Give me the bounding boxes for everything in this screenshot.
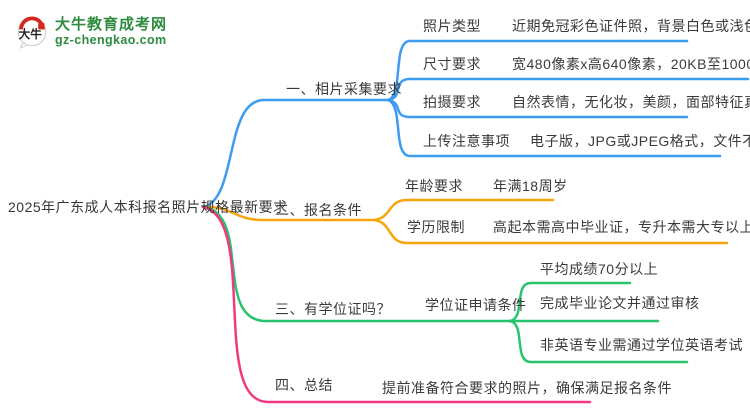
daniu-logo-icon: 大牛 — [17, 16, 47, 49]
node-size-requirement-value[interactable]: 宽480像素x高640像素，20KB至1000KB，JPG格式 — [512, 56, 750, 72]
node-education-limit-key[interactable]: 学历限制 — [407, 219, 465, 235]
node-degree-apply-conditions[interactable]: 学位证申请条件 — [425, 297, 527, 313]
node-thesis-review[interactable]: 完成毕业论文并通过审核 — [540, 295, 700, 311]
node-average-score[interactable]: 平均成绩70分以上 — [540, 261, 659, 277]
node-summary[interactable]: 四、总结 — [275, 377, 333, 393]
node-summary-value[interactable]: 提前准备符合要求的照片，确保满足报名条件 — [382, 380, 672, 396]
node-shooting-requirement-value[interactable]: 自然表情，无化妆，美颜，面部特征真实 — [512, 94, 750, 110]
node-age-requirement-key[interactable]: 年龄要求 — [405, 178, 463, 194]
node-enroll-conditions[interactable]: 二、报名条件 — [275, 202, 362, 218]
node-shooting-requirement-key[interactable]: 拍摄要求 — [423, 94, 481, 110]
site-name: 大牛教育成考网 — [55, 16, 168, 33]
node-degree-certificate[interactable]: 三、有学位证吗？ — [275, 301, 391, 317]
node-upload-notes-value[interactable]: 电子版，JPG或JPEG格式，文件不超过6MB — [530, 133, 750, 149]
site-logo[interactable]: 大牛 大牛教育成考网 gz-chengkao.com — [16, 15, 167, 49]
node-photo-type-key[interactable]: 照片类型 — [423, 18, 481, 34]
logo-glyph-daniu: 大牛 — [19, 27, 43, 41]
node-size-requirement-key[interactable]: 尺寸要求 — [423, 56, 481, 72]
node-photo-type-value[interactable]: 近期免冠彩色证件照，背景白色或浅色 — [512, 18, 750, 34]
node-degree-english-exam[interactable]: 非英语专业需通过学位英语考试 — [540, 337, 743, 353]
node-age-requirement-value[interactable]: 年满18周岁 — [493, 178, 568, 194]
root-node[interactable]: 2025年广东成人本科报名照片规格最新要求 — [8, 199, 288, 215]
node-upload-notes-key[interactable]: 上传注意事项 — [423, 133, 510, 149]
node-photo-requirements[interactable]: 一、相片采集要求 — [286, 81, 402, 97]
site-domain: gz-chengkao.com — [55, 33, 167, 47]
branch-lines-summary — [201, 205, 592, 404]
node-education-limit-value[interactable]: 高起本需高中毕业证，专升本需大专以上学历 — [493, 219, 750, 235]
